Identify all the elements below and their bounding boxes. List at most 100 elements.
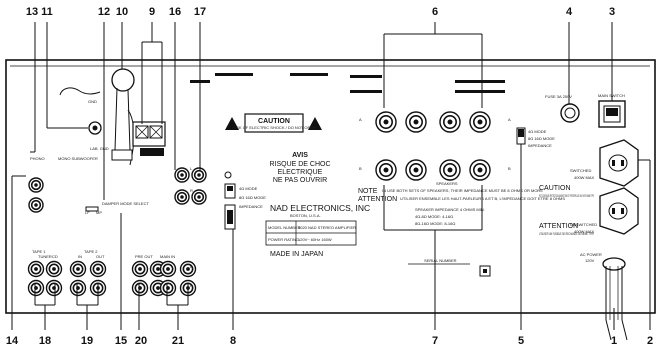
phono-jack-r[interactable] bbox=[28, 197, 44, 213]
out-label: OUT bbox=[96, 254, 105, 259]
pre-out-jack-l[interactable] bbox=[131, 260, 149, 278]
brand-name: NAD ELECTRONICS, INC bbox=[270, 203, 370, 213]
callout-numbers-bottom: 14 18 19 15 20 21 8 7 5 1 2 bbox=[6, 335, 653, 347]
aux-b-jack-l[interactable] bbox=[179, 260, 197, 278]
avis-line-1: RISQUE DE CHOC bbox=[269, 161, 330, 168]
tape1-in-jack-r[interactable] bbox=[27, 279, 45, 297]
made-in: MADE IN JAPAN bbox=[270, 251, 323, 258]
impedance-switch-line-2: 8Ω 16Ω MODE bbox=[239, 195, 266, 200]
speaker-line-1: SPEAKER IMPEDANCE 4 OHMS MIN. bbox=[415, 207, 485, 212]
impedance-switch-block[interactable]: 4Ω MODE 8Ω 16Ω MODE IMPEDANCE bbox=[224, 171, 266, 230]
in-label: IN bbox=[78, 254, 82, 259]
phono-section: PHONO MONO SUBWOOFER LAB. GND LF MP DAMP… bbox=[30, 146, 149, 215]
switched-label: SWITCHED bbox=[570, 168, 591, 173]
tape2-out-jack-l[interactable] bbox=[89, 260, 107, 278]
speaker-b-post-3[interactable] bbox=[439, 159, 461, 181]
tape2-label: TAPE 2 bbox=[84, 249, 98, 254]
caution-label: CAUTION RISK OF ELECTRIC SHOCK / DO NOT … bbox=[225, 113, 322, 133]
impedance-switch-line-1: 4Ω MODE bbox=[239, 186, 258, 191]
callout-18: 18 bbox=[39, 335, 51, 347]
aux-a-jack-l[interactable] bbox=[159, 260, 177, 278]
ac-outlets[interactable]: SWITCHED 400W MAX UNSWITCHED 400W MAX bbox=[570, 139, 639, 235]
ground-terminal[interactable]: GND bbox=[59, 87, 102, 135]
callout-16: 16 bbox=[169, 6, 181, 18]
speaker-line-3: 8Ω-16Ω MODE: 8-16Ω bbox=[415, 221, 455, 226]
r-label-inputs: R bbox=[190, 283, 193, 288]
note-label: NOTE bbox=[358, 188, 378, 195]
imp-mode-1: 4Ω MODE bbox=[528, 129, 547, 134]
fuse-caution-block: CAUTION FOR CONTINUED PROTECTION AGAINST… bbox=[539, 185, 594, 236]
speaker-a-label-r: A bbox=[508, 117, 511, 122]
jacks bbox=[27, 111, 491, 297]
cd-jack-l[interactable] bbox=[191, 167, 207, 183]
speaker-a-post-4[interactable] bbox=[469, 111, 491, 133]
speaker-a-post-3[interactable] bbox=[439, 111, 461, 133]
model-value: 3020 NAD STEREO AMPLIFIER bbox=[298, 225, 356, 230]
power-label: POWER RATING bbox=[268, 237, 299, 242]
callout-7: 7 bbox=[432, 335, 438, 347]
damper-switch-block[interactable] bbox=[132, 121, 166, 156]
tape2-in-jack-l[interactable] bbox=[69, 260, 87, 278]
avis-line-2: ELECTRIQUE bbox=[278, 169, 323, 176]
unswitched-watts: 400W MAX bbox=[574, 229, 595, 234]
callout-1: 1 bbox=[611, 335, 617, 347]
power-value: 120V~ 60Hz 160W bbox=[298, 237, 332, 242]
switched-watts: 400W MAX bbox=[574, 175, 595, 180]
callout-numbers-top: 13 11 12 10 9 16 17 6 4 3 bbox=[26, 6, 615, 18]
callout-3: 3 bbox=[609, 6, 615, 18]
r-label-tuner: R bbox=[190, 188, 193, 193]
caution2-text: FOR CONTINUED PROTECTION AGAINST RISK OF… bbox=[539, 193, 594, 198]
note-text: IN USE BOTH SETS OF SPEAKERS, THEIR IMPE… bbox=[382, 188, 543, 193]
fuse-label: FUSE 3A 250V bbox=[545, 94, 572, 99]
callout-4: 4 bbox=[566, 6, 573, 18]
tuner-jack-l[interactable] bbox=[174, 167, 190, 183]
pre-out-label: PRE OUT bbox=[135, 254, 153, 259]
callout-20: 20 bbox=[135, 335, 147, 347]
speaker-a-label: A bbox=[359, 117, 362, 122]
callout-21: 21 bbox=[172, 335, 184, 347]
tape1-out-jack-r[interactable] bbox=[45, 279, 63, 297]
tape2-in-jack-r[interactable] bbox=[69, 279, 87, 297]
callout-5: 5 bbox=[518, 335, 524, 347]
cd-jack-r[interactable] bbox=[191, 189, 207, 205]
speaker-b-post-4[interactable] bbox=[469, 159, 491, 181]
unswitched-label: UNSWITCHED bbox=[570, 222, 597, 227]
callout-leaders bbox=[11, 22, 651, 330]
ac-power-cord: AC POWER 120V bbox=[580, 252, 628, 341]
main-switch[interactable]: MAIN SWITCH bbox=[598, 93, 626, 128]
lf-label: LF bbox=[85, 210, 90, 215]
tape1-out-jack-l[interactable] bbox=[45, 260, 63, 278]
input-labels: TUNER CD TAPE 1 TAPE 2 PRE OUT MAIN IN I… bbox=[32, 166, 193, 288]
tape1-label: TAPE 1 bbox=[32, 249, 46, 254]
speaker-a-post-2[interactable] bbox=[405, 111, 427, 133]
pre-out-jack-r[interactable] bbox=[131, 279, 149, 297]
avis-title: AVIS bbox=[292, 152, 308, 159]
ac-label: AC POWER bbox=[580, 252, 602, 257]
avis-label: AVIS RISQUE DE CHOC ELECTRIQUE NE PAS OU… bbox=[269, 152, 330, 184]
damper-mode-label: DAMPER MODE SELECT bbox=[102, 201, 149, 206]
caution-title: CAUTION bbox=[258, 118, 290, 125]
attention2-label: ATTENTION bbox=[539, 223, 578, 230]
aux-a-jack-r[interactable] bbox=[159, 279, 177, 297]
imp-mode-3: IMPEDANCE bbox=[528, 143, 552, 148]
attention-label: ATTENTION bbox=[358, 196, 397, 203]
speaker-b-post-1[interactable] bbox=[375, 159, 397, 181]
speaker-line-2: 4Ω-8Ω MODE: 4-16Ω bbox=[415, 214, 453, 219]
tuner-label: TUNER bbox=[38, 254, 52, 259]
phono-jack-l[interactable] bbox=[28, 177, 44, 193]
speakers-label: SPEAKERS bbox=[436, 181, 458, 186]
main-switch-label: MAIN SWITCH bbox=[598, 93, 625, 98]
speaker-a-post-1[interactable] bbox=[375, 111, 397, 133]
speaker-b-post-2[interactable] bbox=[405, 159, 427, 181]
attention2-text: UTILISER UN FUSIBLE DE RECHANGE DE MEME … bbox=[539, 231, 594, 236]
l-label-inputs: L bbox=[190, 264, 193, 269]
tuner-jack-r[interactable] bbox=[174, 189, 190, 205]
fuse-holder[interactable]: FUSE 3A 250V bbox=[545, 94, 580, 123]
callout-9: 9 bbox=[149, 6, 155, 18]
main-in-label: MAIN IN bbox=[160, 254, 175, 259]
tape1-in-jack-l[interactable] bbox=[27, 260, 45, 278]
l-label-tuner: L bbox=[190, 166, 193, 171]
gnd-label: GND bbox=[88, 99, 97, 104]
callout-12: 12 bbox=[98, 6, 110, 18]
